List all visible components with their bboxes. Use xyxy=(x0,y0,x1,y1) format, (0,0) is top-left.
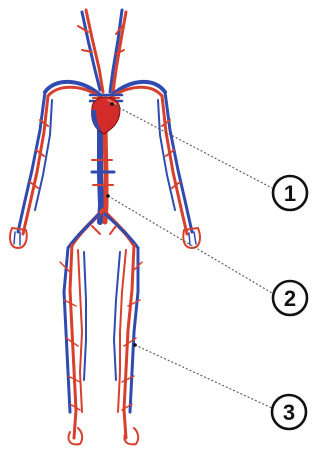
left-arm-vessels xyxy=(18,92,52,234)
callout-3-label: 3 xyxy=(283,400,295,425)
left-leg-vessels xyxy=(60,245,86,438)
vessel-network xyxy=(10,10,200,444)
callout-3: 3 xyxy=(272,395,306,429)
aorta-and-vena-cava xyxy=(92,128,114,222)
neck-vessels xyxy=(78,10,126,92)
callout-2-label: 2 xyxy=(284,286,296,311)
callout-2: 2 xyxy=(273,281,307,315)
leader-line-1 xyxy=(112,104,272,188)
right-arm-vessels xyxy=(158,92,192,234)
heart xyxy=(90,95,122,134)
right-leg-vessels xyxy=(114,245,142,438)
leader-line-3 xyxy=(135,345,272,408)
callout-1-label: 1 xyxy=(284,181,296,206)
callout-1: 1 xyxy=(273,176,307,210)
